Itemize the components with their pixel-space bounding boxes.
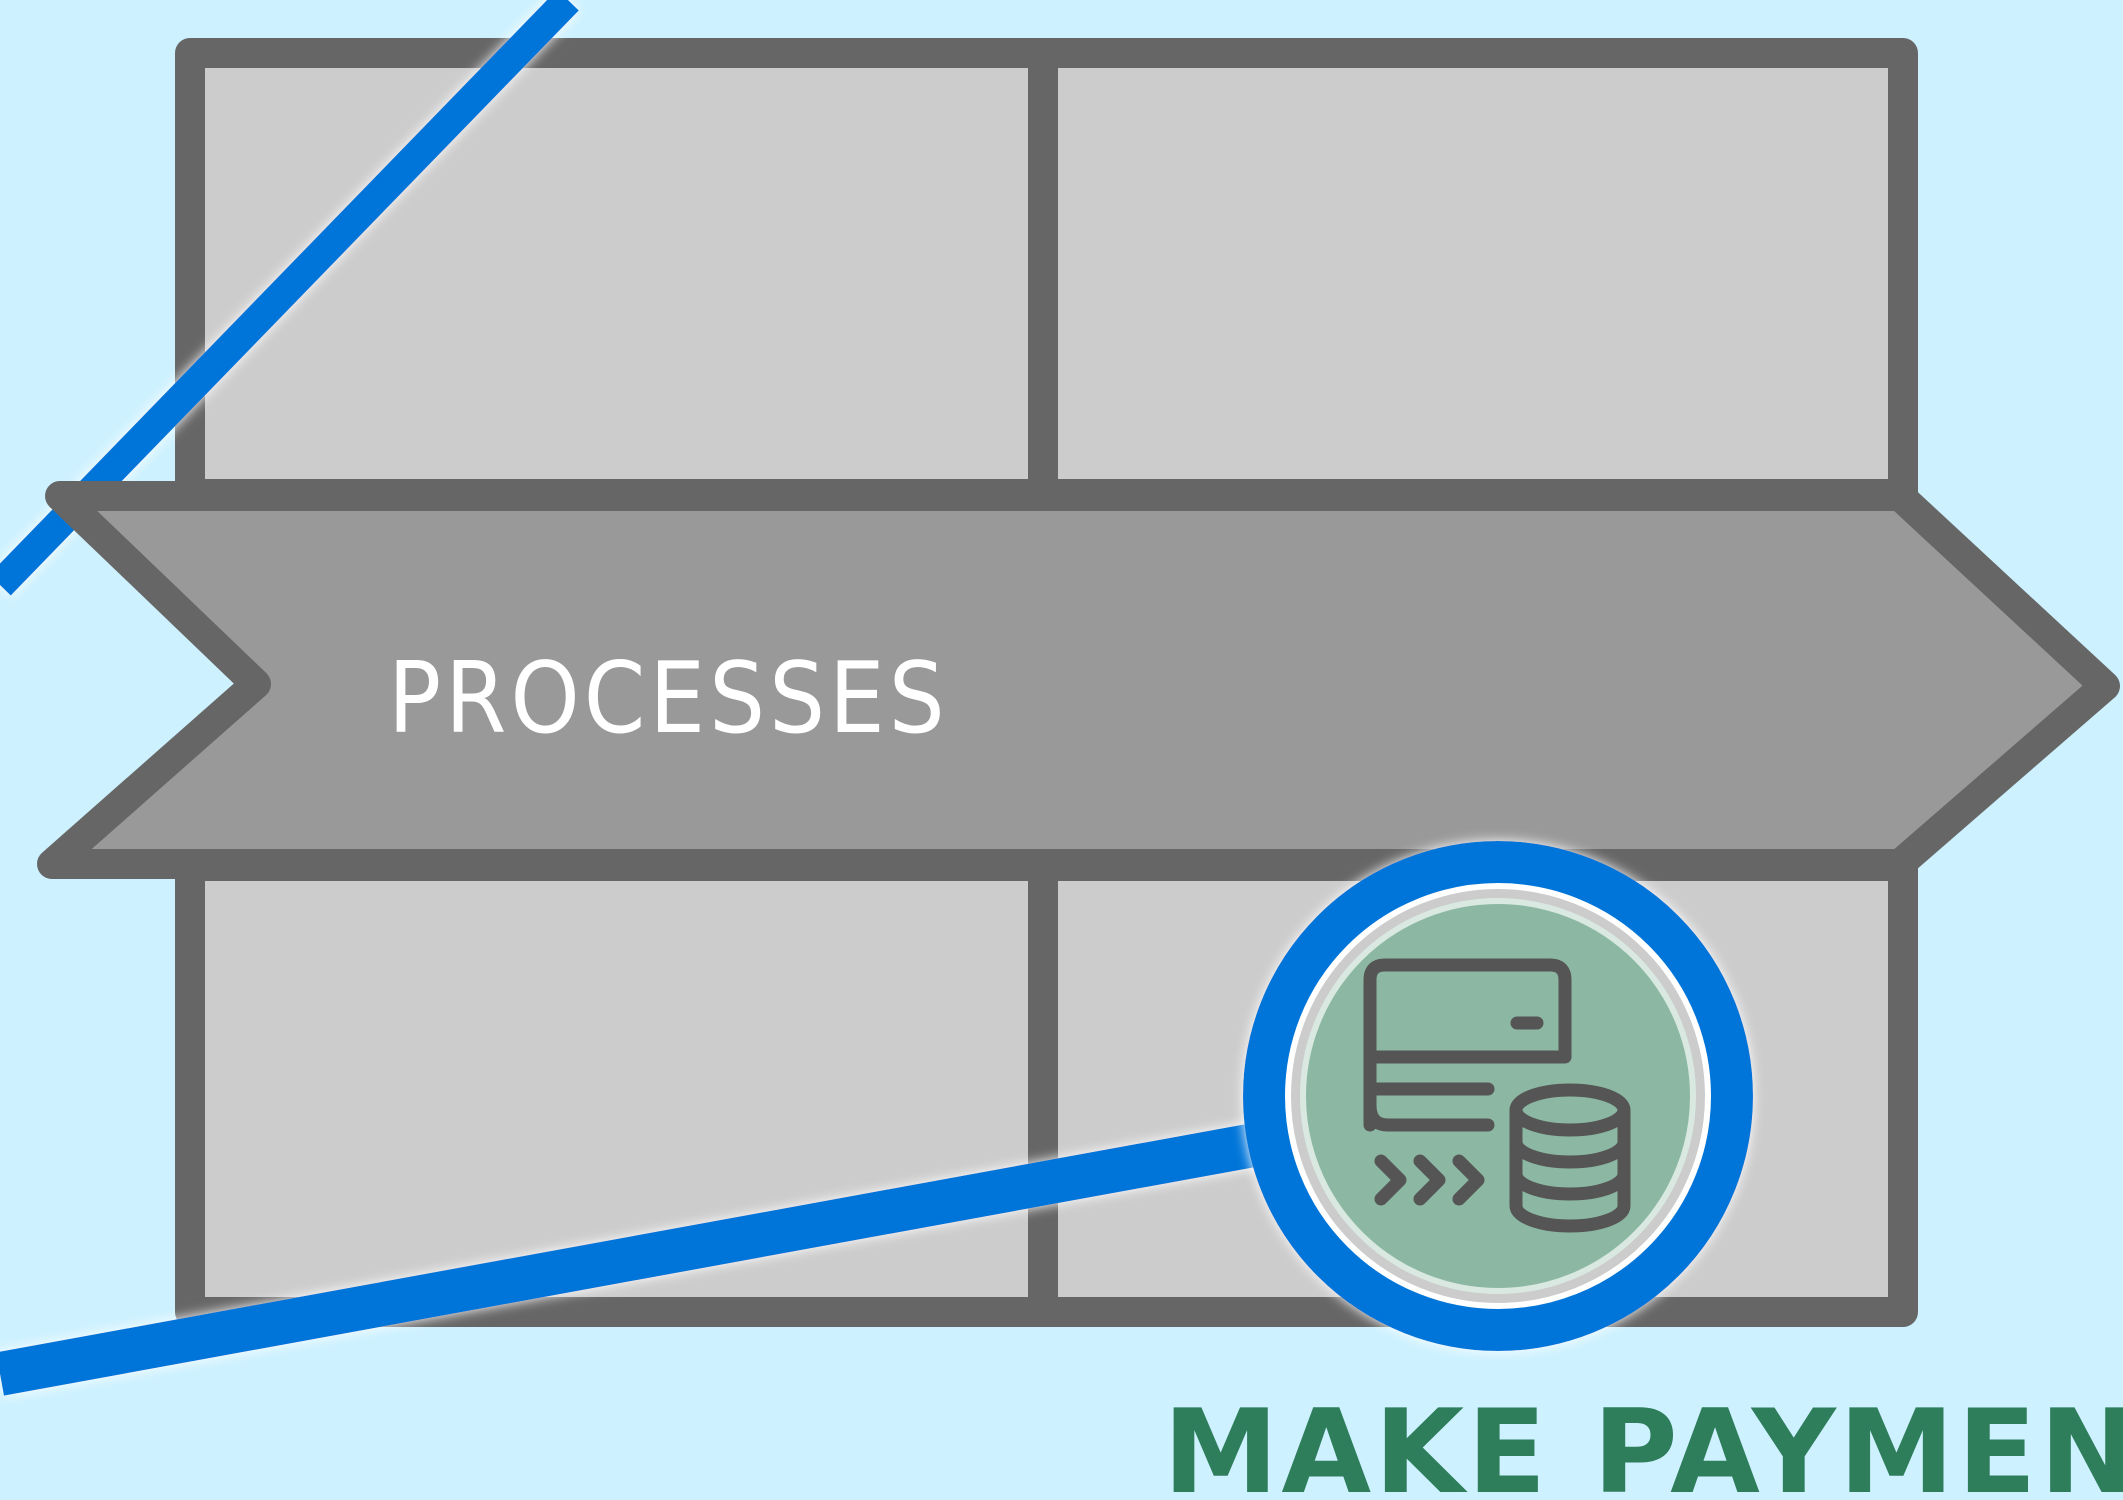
card-and-coins-icon: [1363, 958, 1631, 1233]
badge-ring: [1243, 841, 1753, 1351]
pointer-line-lower: [0, 1116, 1296, 1396]
make-payment-label: MAKE PAYMENT: [1163, 1385, 2123, 1500]
band-arrow-shape: [37, 481, 2120, 879]
band-label: PROCESSES: [388, 642, 949, 756]
grid-cell-top-right: [1028, 38, 1918, 509]
processes-band: PROCESSES: [37, 481, 2120, 879]
highlight-badge: [1243, 841, 1753, 1351]
upper-cell-row: [175, 38, 1918, 509]
